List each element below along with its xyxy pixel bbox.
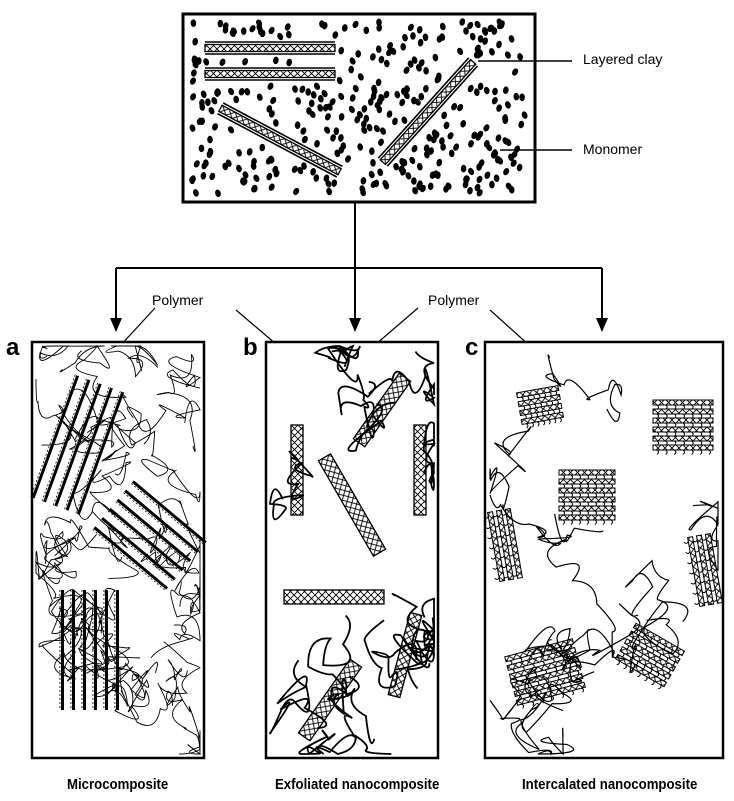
layered-clay-label: Layered clay [583,51,662,67]
clay-platelet [205,45,335,52]
polymer-label-left: Polymer [152,292,203,308]
panel-b-caption: Exfoliated nanocomposite [275,776,439,793]
polymer-label-right: Polymer [428,292,479,308]
panel-c-caption: Intercalated nanocomposite [522,776,697,793]
clay-platelet [414,425,426,515]
monomer-dot [334,127,340,135]
clay-platelet [205,71,335,78]
monomer-dot [411,97,417,105]
panel-a-letter: a [6,334,19,362]
stack-layer [653,418,713,423]
monomer-dot [341,142,347,150]
monomer-label: Monomer [583,141,642,157]
stack-layer [559,515,615,520]
stack-layer [653,400,713,405]
stack-layer [653,409,713,414]
clay-platelet [291,425,303,515]
panel-a-caption: Microcomposite [67,776,168,793]
stack-layer [559,506,615,511]
arrow-heads [110,318,608,332]
stack-layer [653,445,713,450]
monomer-dot [305,88,311,96]
panel-c-letter: c [465,334,478,362]
stack-layer [559,497,615,502]
clay-platelet [284,590,384,604]
stack-layer [559,479,615,484]
stack-layer [653,427,713,432]
stack-layer [653,436,713,441]
panel-b-letter: b [243,334,258,362]
stack-layer [559,488,615,493]
stack-layer [559,470,615,475]
